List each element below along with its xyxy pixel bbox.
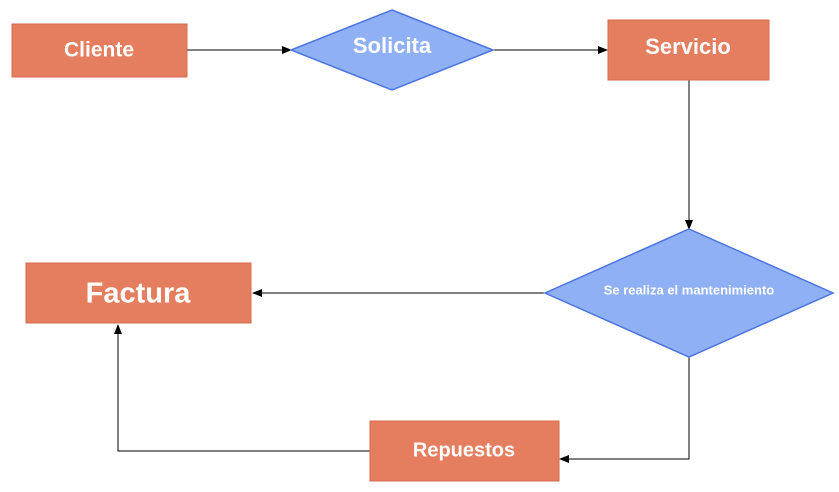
mantenimiento-label: Se realiza el mantenimiento (604, 282, 775, 297)
factura-box (25, 262, 252, 324)
node-mantenimiento: Se realiza el mantenimiento (543, 228, 835, 358)
edges (114, 46, 693, 463)
repuestos-label: Repuestos (413, 439, 515, 461)
edge-repuestos-factura (114, 324, 370, 452)
factura-label: Factura (86, 278, 192, 310)
cliente-label: Cliente (64, 39, 134, 62)
node-cliente: Cliente (11, 23, 188, 78)
node-servicio: Servicio (607, 19, 770, 81)
servicio-label: Servicio (645, 34, 731, 59)
mantenimiento-diamond (543, 228, 835, 358)
node-repuestos: Repuestos (369, 420, 560, 482)
repuestos-box (369, 420, 560, 482)
edge-mantenimiento-repuestos (559, 357, 690, 463)
solicita-label: Solicita (353, 33, 432, 58)
cliente-box (11, 23, 188, 78)
node-factura: Factura (25, 262, 252, 324)
servicio-box (607, 19, 770, 81)
node-solicita: Solicita (288, 9, 496, 91)
solicita-diamond (288, 9, 496, 91)
